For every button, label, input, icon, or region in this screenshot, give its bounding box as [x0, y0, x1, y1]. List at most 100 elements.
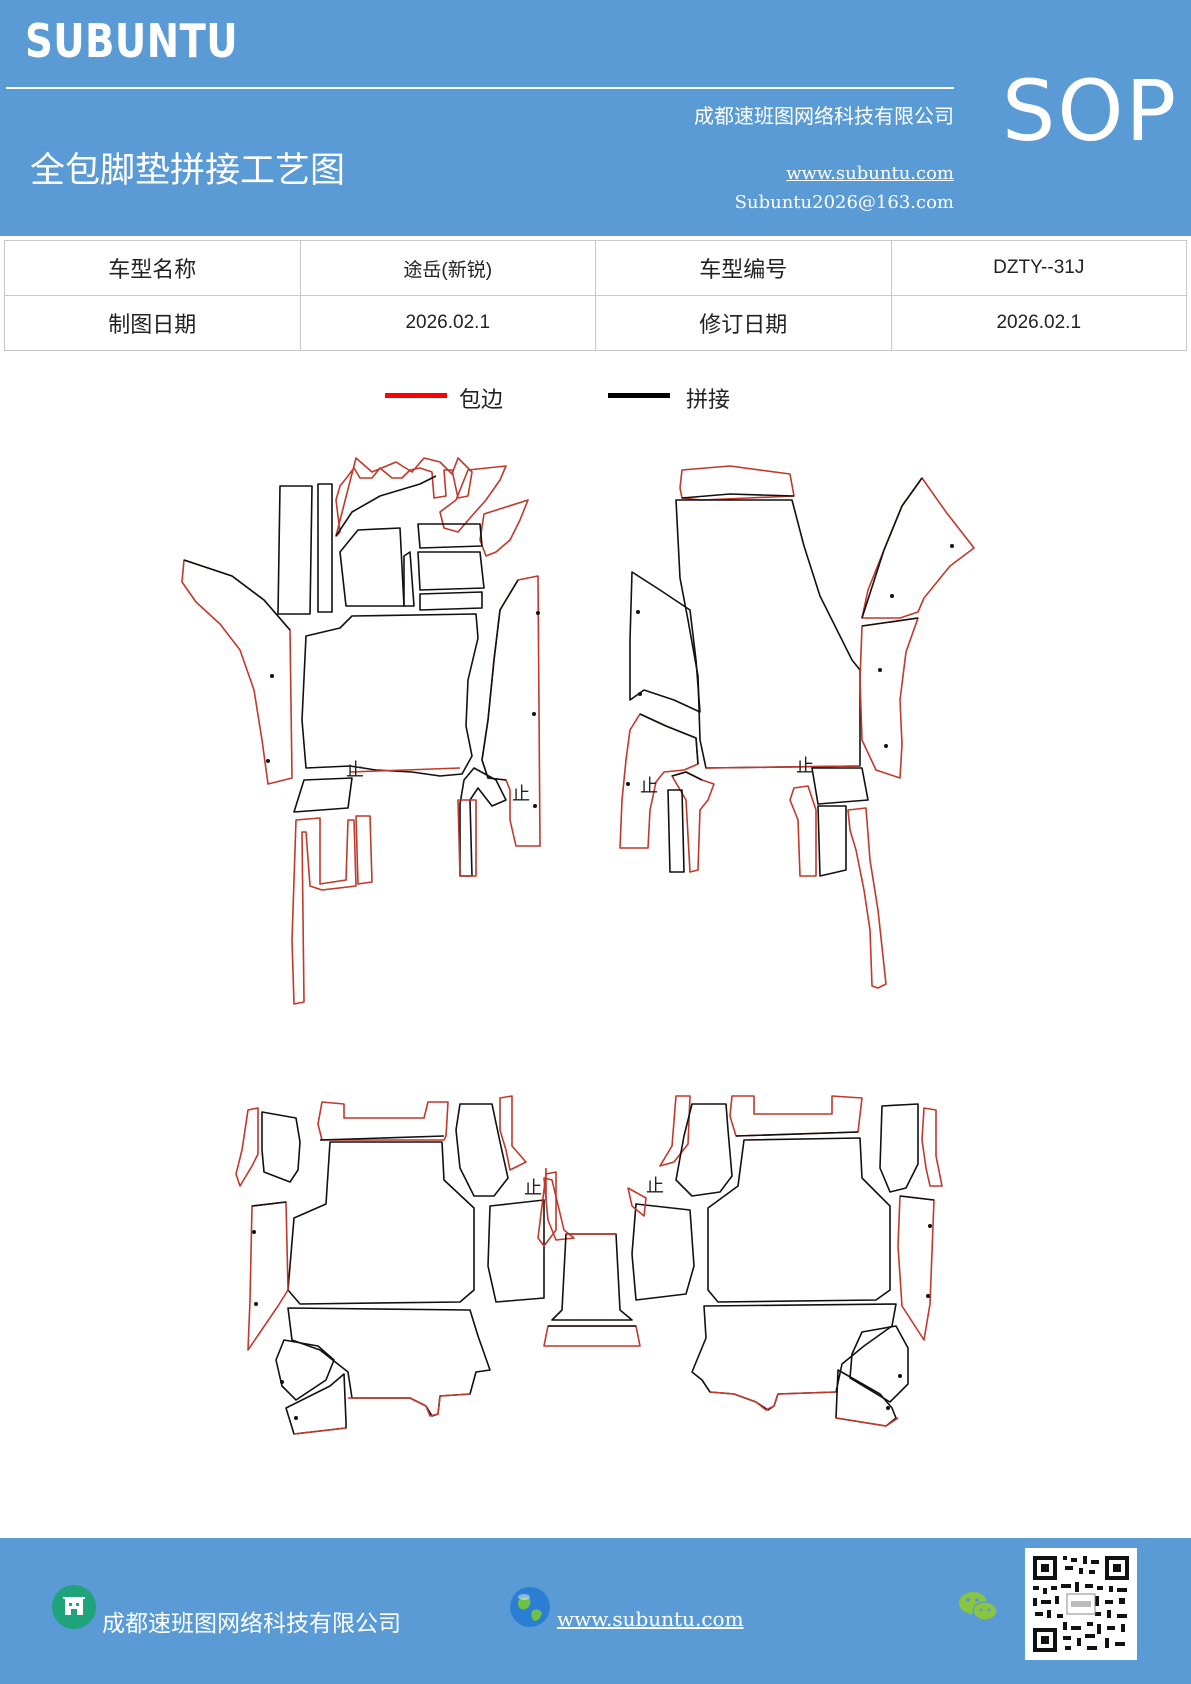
- mat-piece: [287, 1307, 491, 1417]
- legend: 包边 拼接: [0, 383, 1191, 423]
- globe-icon: [508, 1585, 552, 1629]
- table-cell: 2026.02.1: [890, 295, 1187, 351]
- mat-piece: [847, 807, 887, 989]
- mat-piece: [183, 559, 291, 631]
- mat-piece: [735, 1131, 859, 1137]
- mat-piece: [835, 1417, 899, 1427]
- mat-piece: [835, 1369, 897, 1427]
- mat-piece: [543, 1325, 641, 1347]
- info-table: 车型名称 途岳(新锐) 车型编号 DZTY--31J 制图日期 2026.02.…: [4, 240, 1187, 351]
- mat-piece: [301, 613, 479, 777]
- mat-piece: [319, 1135, 445, 1141]
- mat-piece: [479, 499, 529, 557]
- header-divider: [6, 87, 954, 89]
- mat-piece: [348, 1393, 471, 1417]
- mat-piece: [261, 1111, 301, 1183]
- tunnel-mat-group: [537, 1171, 641, 1347]
- mat-piece: [789, 785, 817, 877]
- mat-piece: [335, 475, 437, 537]
- mat-piece: [709, 1391, 837, 1411]
- page-title: 全包脚垫拼接工艺图: [30, 151, 346, 191]
- mat-piece: [417, 523, 483, 549]
- mat-piece: [729, 1095, 863, 1137]
- table-cell: DZTY--31J: [890, 240, 1187, 296]
- logo: SUBUNTU: [25, 14, 239, 68]
- mat-piece: [349, 767, 461, 773]
- mat-piece: [861, 477, 975, 619]
- mat-piece: [499, 1095, 527, 1171]
- sop-badge: SOP: [1002, 62, 1179, 160]
- mat-piece: [275, 1339, 335, 1401]
- mat-piece: [667, 789, 685, 873]
- stop-marker: 止: [646, 1176, 664, 1197]
- mat-piece: [681, 493, 795, 499]
- stop-marker: 止: [796, 756, 814, 777]
- mat-piece: [335, 457, 473, 537]
- mat-piece: [285, 1373, 347, 1435]
- table-cell: 途岳(新锐): [299, 240, 596, 296]
- table-cell: 修订日期: [595, 295, 892, 351]
- mat-piece: [859, 617, 919, 779]
- mat-piece: [487, 1199, 545, 1303]
- mat-piece: [629, 571, 701, 713]
- stop-marker: 止: [640, 776, 658, 797]
- mat-piece: [317, 1101, 449, 1141]
- mat-piece: [419, 591, 483, 611]
- mat-piece: [879, 1103, 919, 1193]
- mat-piece: [459, 767, 507, 877]
- mat-piece: [287, 1141, 475, 1305]
- mat-piece: [921, 1107, 943, 1187]
- footer-company: 成都速班图网络科技有限公司: [102, 1611, 401, 1637]
- mat-piece: [627, 1187, 647, 1217]
- mat-piece: [671, 771, 703, 781]
- legend-label-seam: 拼接: [686, 388, 731, 413]
- mat-piece: [247, 1201, 289, 1351]
- table-row: 制图日期 2026.02.1 修订日期 2026.02.1: [4, 295, 1187, 351]
- table-row: 车型名称 途岳(新锐) 车型编号 DZTY--31J: [4, 240, 1187, 296]
- mat-piece: [417, 551, 485, 591]
- mat-piece: [897, 1195, 935, 1341]
- mat-piece: [355, 815, 373, 885]
- mat-piece: [899, 1195, 935, 1201]
- front-right-mat-group: [619, 465, 975, 989]
- mat-piece: [861, 617, 919, 627]
- mat-piece: [675, 499, 861, 769]
- mat-piece: [707, 1137, 891, 1303]
- stop-marker: 止: [524, 1178, 542, 1199]
- table-cell: 2026.02.1: [299, 295, 596, 351]
- stop-marker: 止: [346, 760, 364, 781]
- mat-piece: [481, 579, 519, 781]
- building-icon: [52, 1585, 96, 1629]
- wechat-icon[interactable]: [955, 1583, 1001, 1629]
- mat-piece: [291, 817, 357, 1005]
- footer-website-link[interactable]: www.subuntu.com: [557, 1607, 744, 1631]
- rear-left-mat-group: [235, 1095, 575, 1435]
- legend-swatch-seam: [608, 393, 670, 398]
- mat-piece: [675, 1103, 733, 1197]
- table-cell: 车型名称: [4, 240, 301, 296]
- mat-piece: [455, 1103, 509, 1197]
- mat-piece: [439, 465, 507, 533]
- mat-piece: [639, 713, 699, 765]
- company-name: 成都速班图网络科技有限公司: [694, 104, 954, 128]
- mat-piece: [457, 799, 477, 877]
- mat-piece: [679, 465, 795, 501]
- mat-piece: [235, 1107, 259, 1187]
- website-link[interactable]: www.subuntu.com: [786, 163, 954, 184]
- mat-piece: [861, 477, 923, 619]
- mat-piece: [181, 559, 293, 785]
- mat-piece: [339, 527, 405, 607]
- mat-piece: [277, 485, 313, 615]
- mat-piece: [551, 1233, 633, 1321]
- mat-pattern-drawing: 止 止 止 止 止 止: [181, 457, 975, 1435]
- email-address: Subuntu2026@163.com: [734, 192, 954, 213]
- mat-piece: [705, 765, 861, 769]
- stop-marker: 止: [512, 784, 530, 805]
- mat-piece: [631, 1203, 695, 1301]
- mat-piece: [251, 1201, 287, 1207]
- header-banner: SUBUNTU 成都速班图网络科技有限公司 全包脚垫拼接工艺图 www.subu…: [0, 0, 1191, 236]
- mat-piece: [659, 1095, 691, 1167]
- mat-piece: [849, 1325, 909, 1403]
- mat-piece: [317, 483, 333, 613]
- mat-piece: [671, 771, 715, 873]
